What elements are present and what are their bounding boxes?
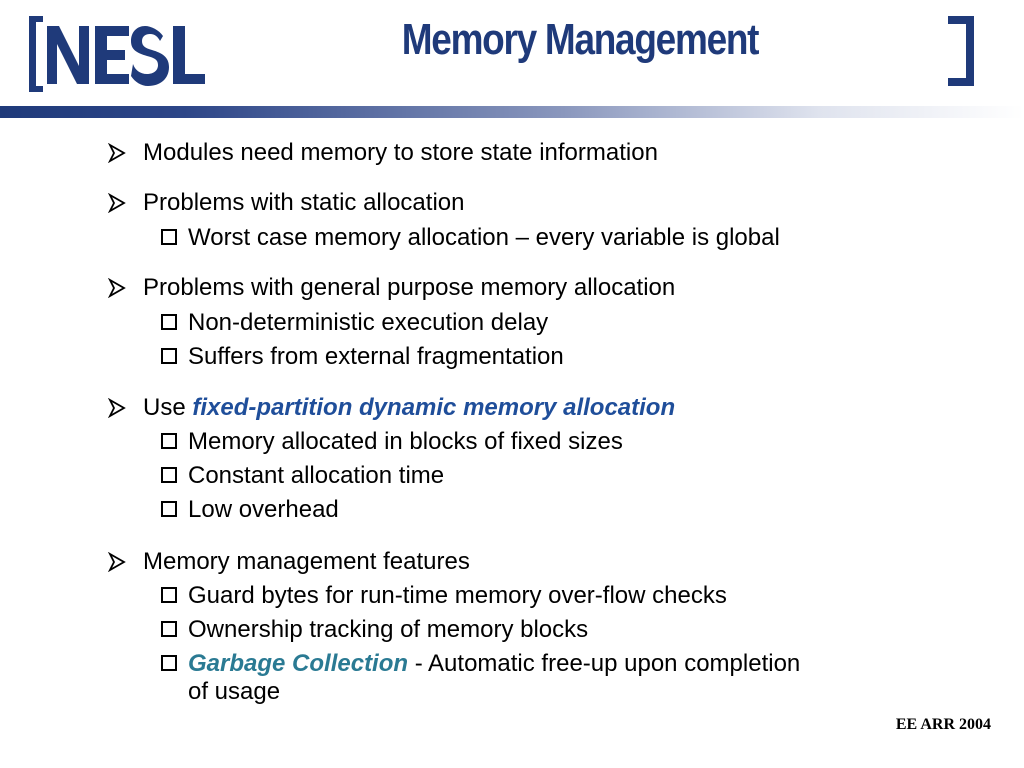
bracket-decoration: [944, 16, 976, 86]
sub-bullet-text: Suffers from external fragmentation: [188, 343, 564, 370]
arrow-bullet-icon: [107, 398, 126, 418]
emphasis-text: Garbage Collection: [188, 650, 409, 677]
header-rule: [0, 106, 1024, 118]
arrow-bullet-icon: [107, 552, 126, 572]
nesl-logo-graphic: [29, 16, 205, 92]
slide-title: Memory Management: [401, 15, 760, 64]
checkbox-bullet-icon: [161, 314, 177, 330]
sub-bullet-rest: - Automatic free-up upon completion: [408, 650, 801, 677]
checkbox-bullet-icon: [161, 655, 177, 671]
bullet-text: Problems with general purpose memory all…: [143, 274, 676, 301]
bullet-prefix: Use: [143, 394, 193, 421]
checkbox-bullet-icon: [161, 433, 177, 449]
arrow-bullet-icon: [107, 278, 126, 298]
sub-bullet-text: Low overhead: [188, 496, 339, 523]
bullet-text: Memory management features: [143, 548, 470, 575]
sub-bullet-text: Memory allocated in blocks of fixed size…: [188, 428, 623, 455]
sub-bullet-text: Ownership tracking of memory blocks: [188, 616, 589, 643]
nesl-logo: [27, 14, 207, 94]
checkbox-bullet-icon: [161, 348, 177, 364]
sub-bullet-text: Constant allocation time: [188, 462, 445, 489]
checkbox-bullet-icon: [161, 467, 177, 483]
checkbox-bullet-icon: [161, 587, 177, 603]
bullet-text: Use fixed-partition dynamic memory alloc…: [143, 394, 675, 422]
sub-bullet-text: Worst case memory allocation – every var…: [188, 224, 780, 251]
slide-footer: EE ARR 2004: [895, 716, 991, 733]
arrow-bullet-icon: [107, 193, 126, 213]
sub-bullet-text: Non-deterministic execution delay: [188, 309, 549, 336]
sub-bullet-text: Guard bytes for run-time memory over-flo…: [188, 582, 727, 609]
emphasis-text: fixed-partition dynamic memory allocatio…: [192, 394, 676, 421]
sub-bullet-text: Garbage Collection - Automatic free-up u…: [188, 650, 800, 678]
checkbox-bullet-icon: [161, 501, 177, 517]
checkbox-bullet-icon: [161, 229, 177, 245]
sub-bullet-continuation: of usage: [188, 678, 281, 705]
arrow-bullet-icon: [107, 143, 126, 163]
checkbox-bullet-icon: [161, 621, 177, 637]
bullet-text: Problems with static allocation: [143, 189, 465, 216]
bullet-text: Modules need memory to store state infor…: [143, 139, 658, 166]
